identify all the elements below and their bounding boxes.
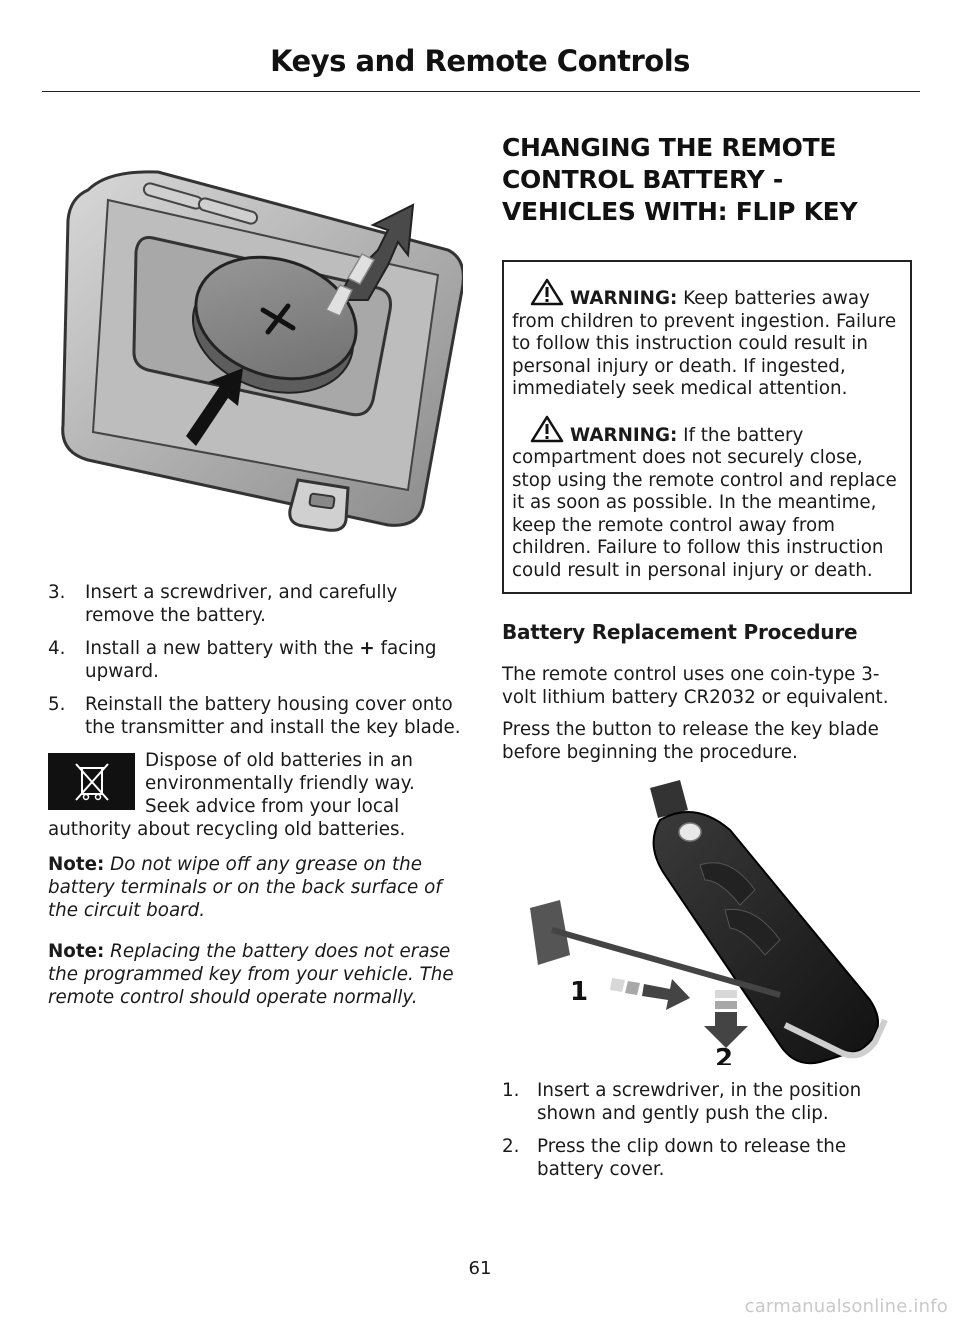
figure-label-1: 1 <box>570 977 588 1007</box>
recycle-text: Dispose of old batteries in an environme… <box>48 750 415 840</box>
paragraph: Press the button to release the key blad… <box>502 719 879 763</box>
plus-symbol: + <box>359 638 375 659</box>
paragraph: The remote control uses one coin-type 3-… <box>502 664 889 708</box>
warning-compartment: WARNING: If the battery compartment does… <box>512 415 902 583</box>
note-programming: Note: Replacing the battery does not era… <box>48 941 454 1009</box>
section-title: CHANGING THE REMOTE CONTROL BATTERY - VE… <box>502 133 858 226</box>
list-item: 4. Install a new battery with the + faci… <box>48 638 437 682</box>
warning-triangle-icon <box>530 278 564 306</box>
page-header-title: Keys and Remote Controls <box>270 44 690 78</box>
note-grease: Note: Do not wipe off any grease on the … <box>48 854 442 921</box>
figure-label-2: 2 <box>715 1044 733 1065</box>
subheading: Battery Replacement Procedure <box>502 620 858 644</box>
header-divider <box>42 91 920 92</box>
watermark-text: carmanualsonline.info <box>744 1296 948 1317</box>
crossed-out-bin-icon <box>48 753 135 810</box>
list-item: 2. Press the clip down to release the ba… <box>502 1136 847 1180</box>
left-steps-list: 3. Insert a screwdriver, and carefully r… <box>48 581 463 739</box>
flip-key-illustration: 1 2 <box>530 780 888 1065</box>
list-item: 3. Insert a screwdriver, and carefully r… <box>48 582 398 626</box>
warning-box: WARNING: Keep batteries away from childr… <box>502 260 912 594</box>
warning-ingestion: WARNING: Keep batteries away from childr… <box>512 278 902 401</box>
list-item: 5. Reinstall the battery housing cover o… <box>48 694 461 738</box>
list-item: 1. Insert a screwdriver, in the position… <box>502 1080 862 1124</box>
right-column: CHANGING THE REMOTE CONTROL BATTERY - VE… <box>502 132 912 1191</box>
page-number: 61 <box>468 1258 492 1279</box>
right-steps-list: 1. Insert a screwdriver, in the position… <box>502 1079 912 1181</box>
battery-removal-illustration <box>61 170 463 532</box>
recycle-notice: Dispose of old batteries in an environme… <box>48 749 463 841</box>
warning-triangle-icon <box>530 415 564 442</box>
left-column: 3. Insert a screwdriver, and carefully r… <box>48 160 463 1028</box>
